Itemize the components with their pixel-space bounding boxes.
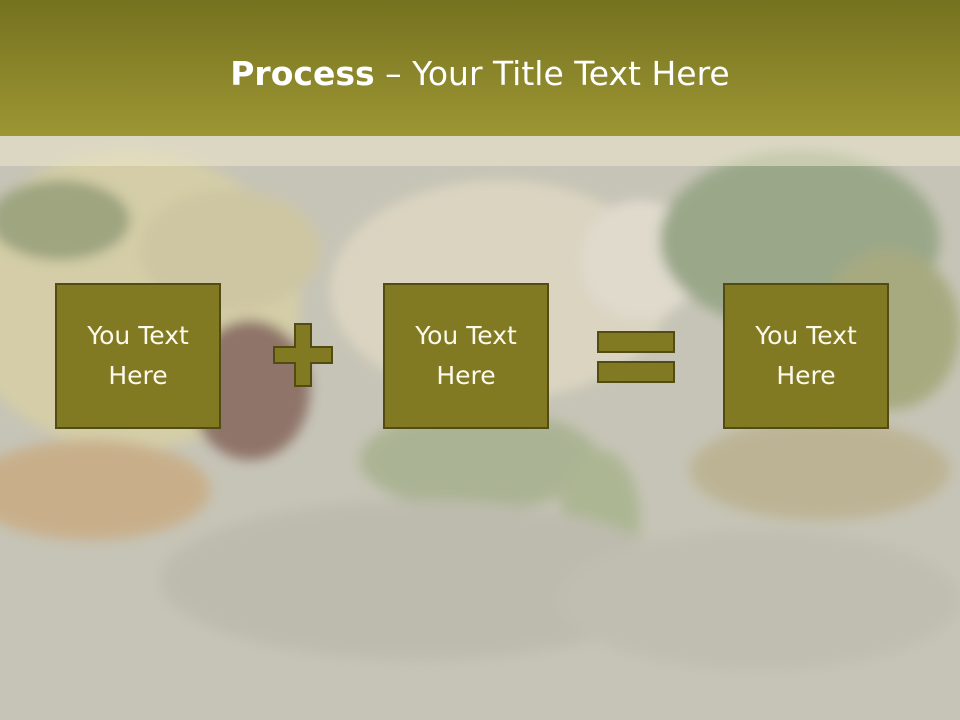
title-bar [0, 0, 960, 136]
process-box-3-text: You Text Here [755, 316, 857, 396]
process-box-1[interactable]: You Text Here [55, 283, 221, 429]
process-box-1-text: You Text Here [87, 316, 189, 396]
title-bold: Process [230, 54, 375, 93]
title-strip [0, 136, 960, 166]
box-line-1: You Text [87, 321, 189, 350]
process-box-2[interactable]: You Text Here [383, 283, 549, 429]
slide-title: Process – Your Title Text Here [0, 52, 960, 96]
box-line-2: Here [776, 361, 836, 390]
process-box-3[interactable]: You Text Here [723, 283, 889, 429]
plus-icon [273, 323, 333, 387]
process-box-2-text: You Text Here [415, 316, 517, 396]
equals-icon [597, 331, 675, 383]
box-line-1: You Text [415, 321, 517, 350]
title-rest: – Your Title Text Here [374, 54, 730, 93]
box-line-1: You Text [755, 321, 857, 350]
box-line-2: Here [108, 361, 168, 390]
box-line-2: Here [436, 361, 496, 390]
